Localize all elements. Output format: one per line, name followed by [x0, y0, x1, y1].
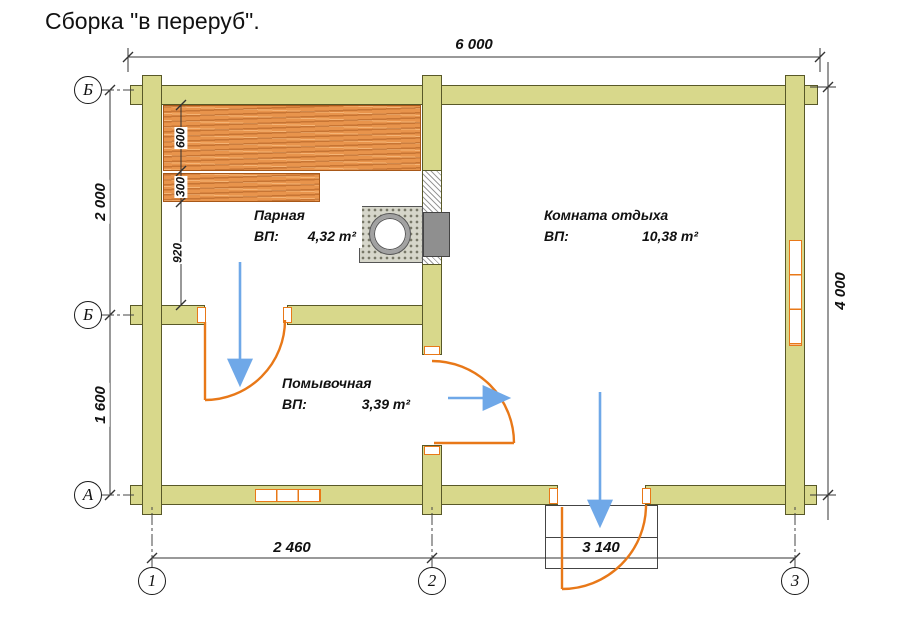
room-area: 3,39 m² [361, 396, 410, 413]
dim-left-lower: 1 600 [92, 383, 110, 427]
door-jamb-middle-right [283, 307, 292, 323]
dim-bench-offset: 920 [170, 241, 185, 265]
room-name: Парная [254, 207, 305, 223]
room-area: 4,32 m² [307, 228, 356, 245]
axis-row-a: А [74, 481, 102, 509]
axis-col-1: 1 [138, 567, 166, 595]
room-label-parnaya: Парная ВП: 4,32 m² [248, 203, 362, 249]
room-name: Помывочная [282, 375, 372, 391]
door-arc-pomyvochnaya [431, 359, 516, 445]
room-vp-label: ВП: [544, 228, 569, 245]
door-arc-entrance [560, 504, 648, 591]
axis-lines-bottom [151, 505, 796, 567]
bench-upper [163, 105, 421, 171]
dim-top-width: 6 000 [452, 36, 496, 54]
stove-circle [370, 214, 410, 254]
door-jamb-center-top [424, 346, 440, 355]
porch-step-line [546, 537, 657, 538]
door-arc-parnaya [203, 319, 287, 402]
dim-line-right [810, 62, 836, 520]
bench-lower [163, 173, 320, 202]
dimension-ticks [104, 51, 834, 564]
dim-bench-lower: 300 [173, 175, 188, 199]
window-right [789, 240, 802, 346]
axis-lines-left [102, 89, 134, 496]
dim-bottom-left: 2 460 [270, 539, 314, 557]
dimension-lines [109, 48, 836, 559]
dim-ext-top [127, 48, 821, 72]
window-bottom [255, 489, 321, 502]
room-vp-label: ВП: [254, 228, 279, 245]
room-vp-label: ВП: [282, 396, 307, 413]
room-name: Комната отдыха [544, 207, 669, 223]
axis-row-b-top: Б [74, 76, 102, 104]
direction-arrows [227, 262, 613, 529]
dim-bench-upper: 600 [173, 126, 188, 150]
wall-top [130, 85, 818, 105]
dim-left-upper: 2 000 [92, 180, 110, 224]
axis-row-b-mid: Б [74, 301, 102, 329]
tick-marks [104, 51, 834, 564]
door-jamb-middle-left [197, 307, 206, 323]
stove-firebox [423, 212, 450, 257]
axis-col-3: 3 [781, 567, 809, 595]
door-swings [203, 319, 648, 591]
door-jamb-entry-left [549, 488, 558, 504]
drawing-title: Сборка "в переруб". [45, 8, 260, 34]
axis-lines [102, 89, 796, 567]
axis-col-2: 2 [418, 567, 446, 595]
door-jamb-center-bottom [424, 446, 440, 455]
dim-bottom-right: 3 140 [579, 539, 623, 557]
room-label-pomyvochnaya: Помывочная ВП: 3,39 m² [276, 371, 416, 417]
room-area: 10,38 m² [641, 228, 698, 245]
door-jamb-entry-right [642, 488, 651, 504]
dim-right-height: 4 000 [832, 269, 850, 313]
room-label-otdyha: Комната отдыха ВП: 10,38 m² [538, 203, 704, 249]
